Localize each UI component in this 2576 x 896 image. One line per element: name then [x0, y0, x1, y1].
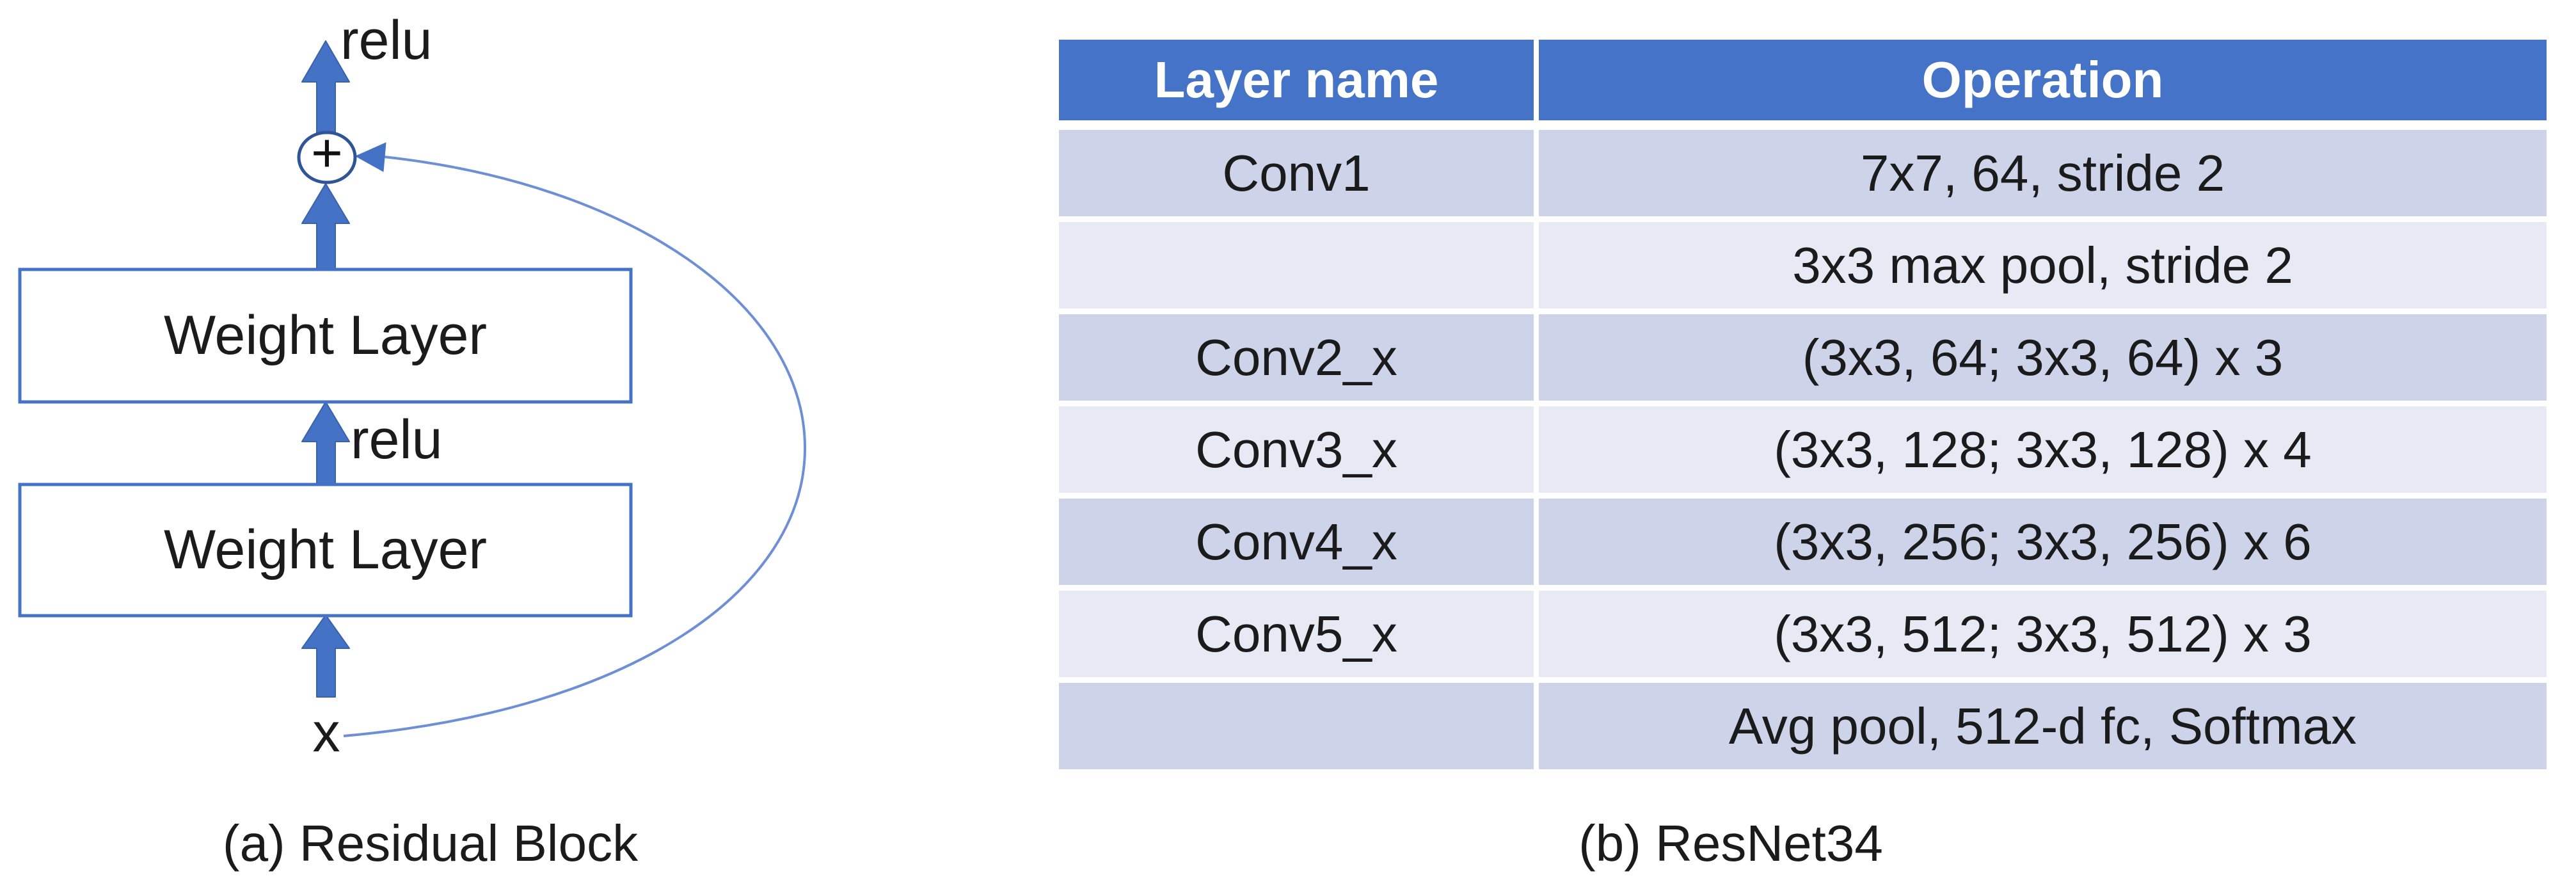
layer-name-cell [1059, 222, 1534, 308]
resnet34-table: Layer name Operation Conv1 7x7, 64, stri… [1059, 40, 2547, 769]
layer-name-cell: Conv2_x [1059, 314, 1534, 401]
table-row: Avg pool, 512-d fc, Softmax [1059, 683, 2547, 769]
table-row: Conv4_x (3x3, 256; 3x3, 256) x 6 [1059, 499, 2547, 585]
table-row: Conv5_x (3x3, 512; 3x3, 512) x 3 [1059, 591, 2547, 677]
layer-name-cell: Conv3_x [1059, 406, 1534, 493]
relu-mid-label: relu [351, 409, 443, 470]
operation-cell: (3x3, 64; 3x3, 64) x 3 [1539, 314, 2547, 401]
arrow-into-sum-icon [301, 183, 350, 272]
table-row: 3x3 max pool, stride 2 [1059, 222, 2547, 308]
arrow-input-icon [301, 614, 350, 698]
operation-cell: Avg pool, 512-d fc, Softmax [1539, 683, 2547, 769]
layer-name-cell: Conv4_x [1059, 499, 1534, 585]
layer-name-cell [1059, 683, 1534, 769]
table-row: Conv2_x (3x3, 64; 3x3, 64) x 3 [1059, 314, 2547, 401]
header-layer-name: Layer name [1059, 40, 1534, 120]
skip-connection-curve [343, 156, 807, 737]
relu-output-label: relu [340, 10, 433, 71]
table-header-row: Layer name Operation [1059, 40, 2547, 120]
caption-resnet34: (b) ResNet34 [1578, 815, 1883, 872]
operation-cell: (3x3, 128; 3x3, 128) x 4 [1539, 406, 2547, 493]
weight-layer-top-label: Weight Layer [163, 305, 488, 366]
sum-node-circle [297, 131, 357, 184]
weight-layer-bottom-label: Weight Layer [163, 519, 488, 580]
residual-block-drawing: + [18, 40, 807, 737]
panel-residual-block: + relu Weight Layer relu Weight Layer x … [0, 0, 896, 896]
weight-layer-box-bottom [18, 483, 633, 618]
plus-icon: + [311, 123, 343, 184]
arrow-output-icon [301, 40, 350, 134]
caption-residual-block: (a) Residual Block [222, 815, 639, 872]
weight-layer-box-top [18, 268, 633, 404]
table-row: Conv3_x (3x3, 128; 3x3, 128) x 4 [1059, 406, 2547, 493]
layer-name-cell: Conv1 [1059, 130, 1534, 216]
skip-connection-arrowhead-icon [354, 142, 386, 172]
arrow-relu-icon [301, 401, 350, 485]
operation-cell: 3x3 max pool, stride 2 [1539, 222, 2547, 308]
table-row: Conv1 7x7, 64, stride 2 [1059, 130, 2547, 216]
header-operation: Operation [1539, 40, 2547, 120]
layer-name-cell: Conv5_x [1059, 591, 1534, 677]
operation-cell: (3x3, 256; 3x3, 256) x 6 [1539, 499, 2547, 585]
input-x-label: x [312, 702, 340, 764]
operation-cell: 7x7, 64, stride 2 [1539, 130, 2547, 216]
operation-cell: (3x3, 512; 3x3, 512) x 3 [1539, 591, 2547, 677]
